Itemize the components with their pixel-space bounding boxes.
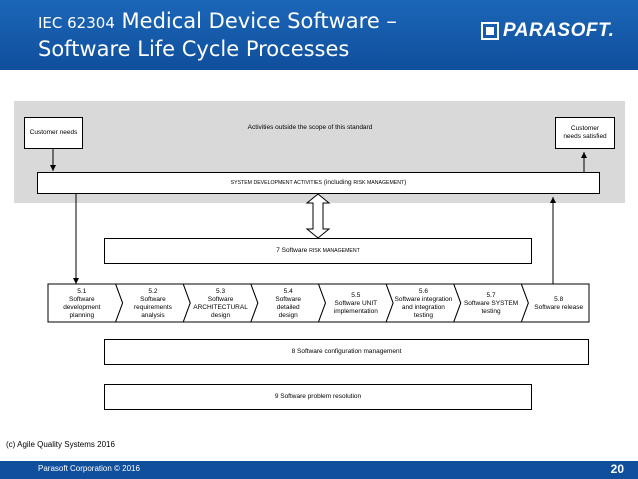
header-bar: IEC 62304 Medical Device Software – Soft… <box>0 0 638 70</box>
process-label: testing <box>481 308 501 315</box>
process-label: detailed <box>277 304 300 311</box>
problem-resolution-label: 9 Software problem resolution <box>274 392 362 400</box>
title-rest: Medical Device Software – <box>114 9 397 33</box>
page-title-line-1: IEC 62304 Medical Device Software – <box>38 9 397 33</box>
process-label: Software <box>275 296 301 303</box>
process-label: analysis <box>141 312 165 319</box>
system-dev-prefix: SYSTEM development <box>230 179 294 186</box>
parasoft-logo-icon <box>481 22 499 40</box>
page-title-line-2: Software Life Cycle Processes <box>38 37 350 61</box>
process-number: 5.7 <box>487 292 496 299</box>
scope-label: Activities outside the scope of this sta… <box>247 124 373 131</box>
process-label: implementation <box>334 308 378 315</box>
system-dev-activities: ACTIVITIES <box>293 179 322 186</box>
configuration-management-box: 8 Software configuration management <box>104 339 589 365</box>
parasoft-logo-text: PARASOFT. <box>503 20 615 41</box>
process-label: Software <box>140 296 166 303</box>
system-dev-suffix: ) <box>404 178 407 186</box>
risk-management-label: 7 Software RISK MANAGEMENT <box>276 247 360 255</box>
process-chevron-5-6 <box>385 283 462 323</box>
process-number: 5.2 <box>148 288 157 295</box>
copyright-text: (c) Agile Quality Systems 2016 <box>6 440 115 449</box>
process-label: Software UNIT <box>335 300 378 307</box>
process-label: Software <box>208 296 234 303</box>
process-number: 5.6 <box>419 288 428 295</box>
process-number: 5.1 <box>77 288 86 295</box>
title-prefix: IEC 62304 <box>38 14 115 32</box>
process-label: requirements <box>134 304 173 311</box>
process-chevron-5-4 <box>250 283 327 323</box>
configuration-management-label: 8 Software configuration management <box>291 347 402 355</box>
customer-needs-label: Customer needs <box>29 128 78 136</box>
process-chevron-5-2 <box>114 283 191 323</box>
parasoft-logo: PARASOFT. <box>481 20 614 42</box>
process-chevron-5-3 <box>182 283 259 323</box>
process-number: 5.5 <box>351 292 360 299</box>
process-number: 5.8 <box>554 296 563 303</box>
process-label: and integration <box>402 304 445 311</box>
process-chevron-5-1 <box>47 283 124 323</box>
system-dev-including: (including <box>321 178 354 186</box>
process-label: design <box>279 312 299 319</box>
risk-prefix: 7 Software <box>276 246 310 254</box>
system-development-box: SYSTEM development ACTIVITIES (including… <box>37 172 600 194</box>
process-label: Software <box>69 296 95 303</box>
process-number: 5.3 <box>216 288 225 295</box>
system-development-label: SYSTEM development ACTIVITIES (including… <box>231 179 407 187</box>
process-label: Software release <box>534 304 583 311</box>
process-chevron-5-8 <box>520 283 590 323</box>
process-label: development <box>63 304 100 311</box>
risk-management-box: 7 Software RISK MANAGEMENT <box>104 238 532 264</box>
process-label: ARCHITECTURAL <box>193 304 248 311</box>
system-dev-risk: RISK MANAGEMENT <box>353 179 405 186</box>
process-number: 5.4 <box>284 288 293 295</box>
footer-company: Parasoft Corporation © 2016 <box>38 464 140 473</box>
customer-satisfied-label: Customer needs satisfied <box>563 124 607 140</box>
process-label: Software SYSTEM <box>464 300 518 307</box>
process-chevrons: 5.1Softwaredevelopmentplanning5.2Softwar… <box>47 283 590 323</box>
footer-bar: Parasoft Corporation © 2016 20 <box>0 461 638 479</box>
process-chevron-5-5 <box>317 283 394 323</box>
process-label: planning <box>70 312 95 319</box>
problem-resolution-box: 9 Software problem resolution <box>104 384 532 410</box>
customer-satisfied-box: Customer needs satisfied <box>555 117 615 149</box>
process-chevron-5-7 <box>453 283 529 323</box>
process-label: Software integration <box>395 296 453 303</box>
page-number: 20 <box>610 462 624 476</box>
process-label: testing <box>414 312 434 319</box>
customer-needs-box: Customer needs <box>24 117 83 149</box>
process-label: design <box>211 312 231 319</box>
risk-sc: RISK MANAGEMENT <box>309 247 360 254</box>
